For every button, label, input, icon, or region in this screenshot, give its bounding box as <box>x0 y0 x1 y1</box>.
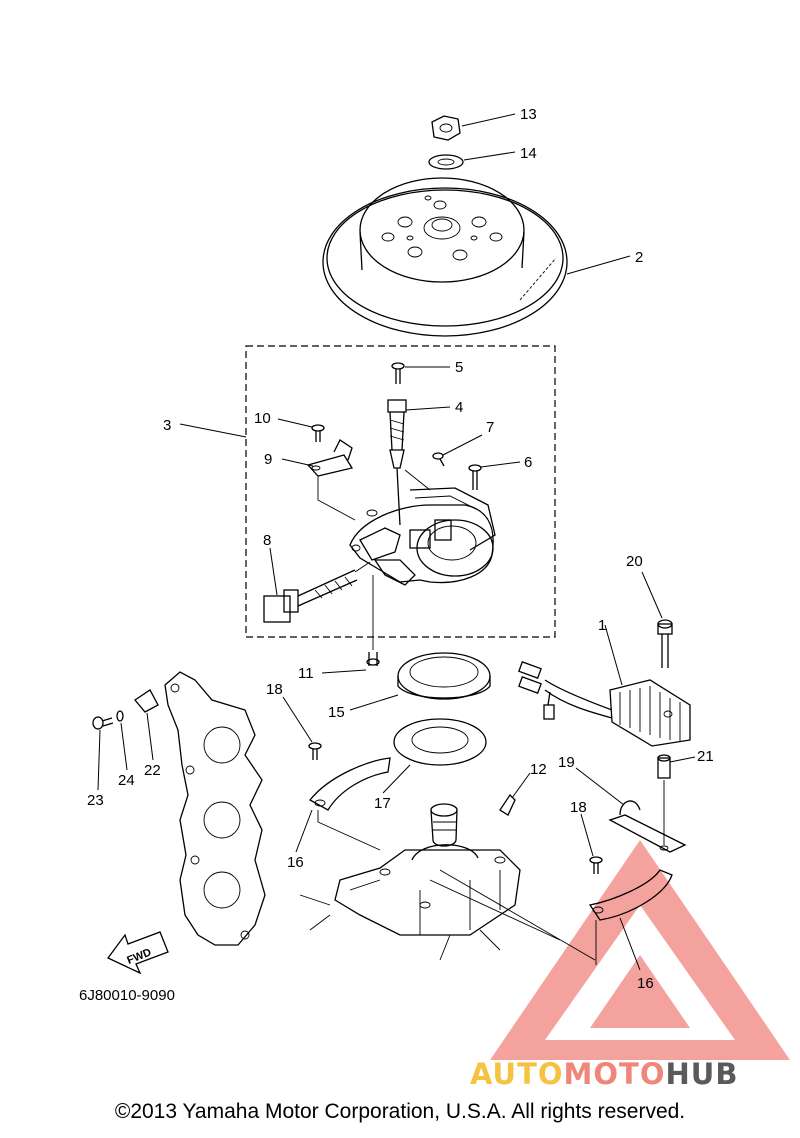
part-5-screw <box>391 362 450 384</box>
watermark-text: AUTOMOTOHUB <box>470 1057 738 1091</box>
callout-13: 13 <box>520 106 537 123</box>
part-12-key <box>499 772 531 816</box>
callout-14: 14 <box>520 145 537 162</box>
part-20-bolt <box>641 571 673 668</box>
part-1-rectifier <box>518 624 691 747</box>
part-21-spacer <box>657 754 696 845</box>
part-10-screw <box>277 418 325 442</box>
part-3-assembly-box <box>179 345 556 638</box>
pulser-base-plate <box>349 469 496 586</box>
callout-11: 11 <box>298 665 314 682</box>
callout-3: 3 <box>163 417 171 434</box>
callout-16-left: 16 <box>287 854 304 871</box>
part-24-washer <box>116 710 128 771</box>
watermark-hub: HUB <box>665 1057 739 1091</box>
part-7-screw <box>432 434 483 467</box>
part-15-ring <box>349 652 491 711</box>
copyright-footer: ©2013 Yamaha Motor Corporation, U.S.A. A… <box>114 1100 686 1123</box>
part-8-cable <box>263 547 371 623</box>
part-11-bolt <box>321 575 380 674</box>
part-23-screw <box>92 716 114 791</box>
callout-23: 23 <box>87 792 104 809</box>
callout-17: 17 <box>374 795 391 812</box>
callout-21: 21 <box>697 748 714 765</box>
callout-6: 6 <box>524 454 532 471</box>
part-16-clip-left <box>295 757 391 853</box>
callout-4: 4 <box>455 399 463 416</box>
callout-20: 20 <box>626 553 643 570</box>
part-13-nut <box>431 113 516 141</box>
callout-16-right: 16 <box>637 975 654 992</box>
part-22-bracket <box>134 689 159 761</box>
callout-2: 2 <box>635 249 643 266</box>
callout-24: 24 <box>118 772 135 789</box>
callout-19: 19 <box>558 754 575 771</box>
part-18-screw-right <box>580 813 603 874</box>
drawing-code: 6J80010-9090 <box>79 987 175 1004</box>
part-16-clip-right <box>588 869 673 971</box>
callout-7: 7 <box>486 419 494 436</box>
callout-15: 15 <box>328 704 345 721</box>
callout-10: 10 <box>254 410 271 427</box>
part-2-flywheel <box>322 177 631 337</box>
part-4-cable <box>387 399 451 526</box>
part-6-screw <box>468 461 521 490</box>
watermark-auto: AUTO <box>470 1057 564 1091</box>
part-17-gasket <box>382 718 487 794</box>
callout-22: 22 <box>144 762 161 779</box>
part-9-bracket <box>281 439 356 521</box>
callout-9: 9 <box>264 451 272 468</box>
callout-1: 1 <box>598 617 606 634</box>
callout-labels: 1 2 3 4 5 6 7 8 9 10 11 12 13 14 15 16 1… <box>87 106 714 992</box>
watermark-moto: MOTO <box>563 1057 666 1091</box>
crankcase-lower <box>299 803 597 965</box>
part-14-washer <box>428 151 516 170</box>
part-18-screw-left <box>282 696 322 760</box>
callout-5: 5 <box>455 359 463 376</box>
callout-8: 8 <box>263 532 271 549</box>
callout-12: 12 <box>530 761 547 778</box>
part-19-clamp <box>575 767 687 853</box>
cylinder-gasket-outline <box>164 671 266 946</box>
watermark-triangle <box>490 840 790 1060</box>
fwd-arrow-icon: FWD <box>107 931 169 975</box>
callout-18-right: 18 <box>570 799 587 816</box>
callout-18-left: 18 <box>266 681 283 698</box>
